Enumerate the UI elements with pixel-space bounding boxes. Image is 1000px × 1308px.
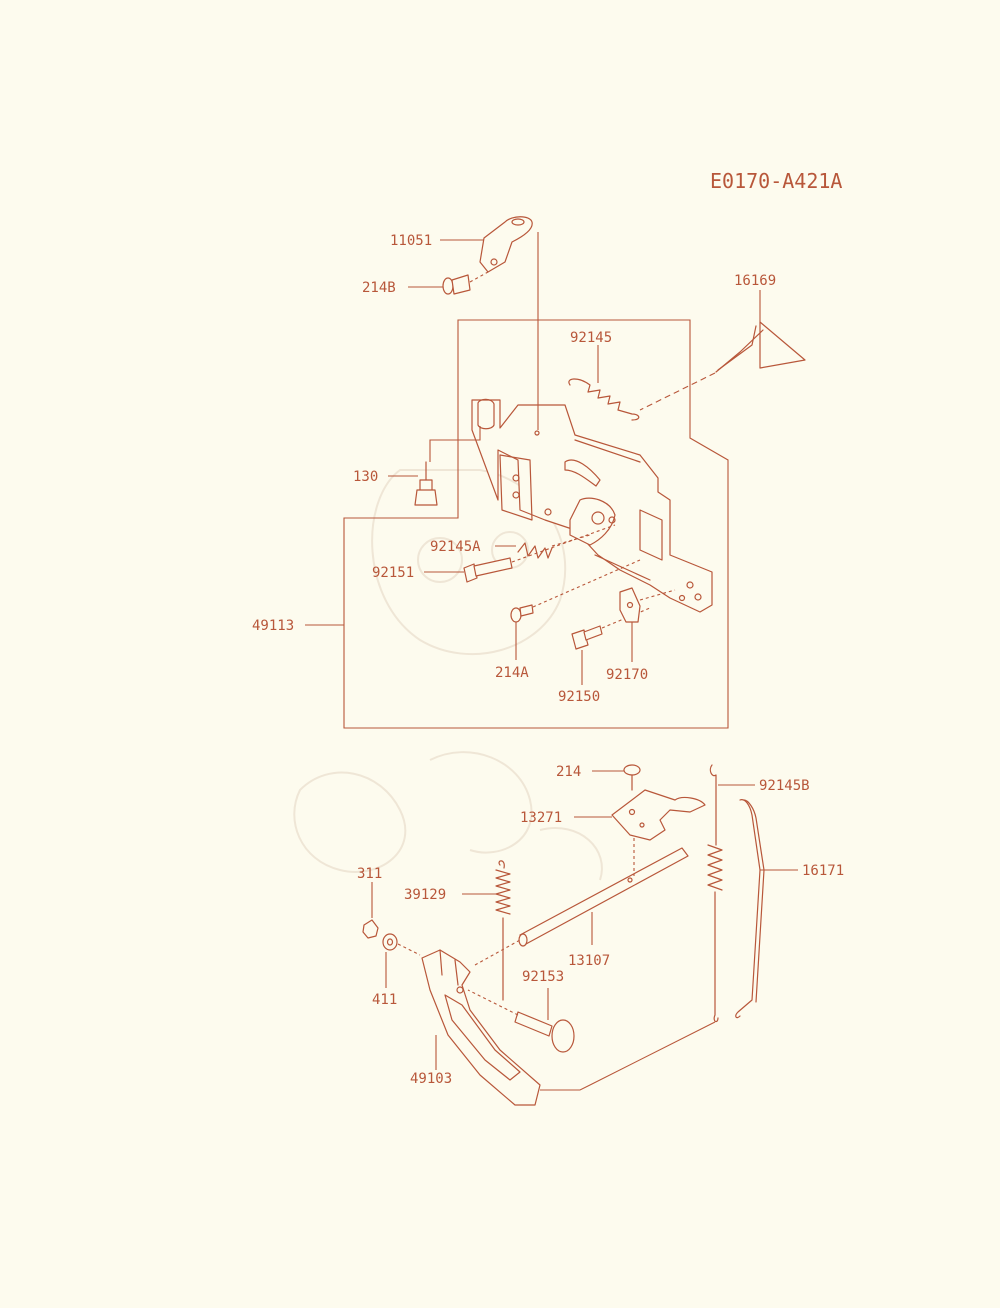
- label-39129: 39129: [404, 887, 446, 903]
- label-311: 311: [357, 866, 382, 882]
- label-92145: 92145: [570, 330, 612, 346]
- nut-311: [362, 919, 379, 939]
- bolt-130: [414, 461, 438, 506]
- label-92153: 92153: [522, 969, 564, 985]
- spring-92145: [568, 378, 640, 421]
- screw-214A: [510, 604, 534, 623]
- label-13271: 13271: [520, 810, 562, 826]
- bolt-92151: [463, 557, 513, 583]
- label-92145B: 92145B: [759, 778, 810, 794]
- lever-49103: [421, 949, 541, 1106]
- control-plate: [471, 398, 713, 613]
- label-16171: 16171: [802, 863, 844, 879]
- label-92150: 92150: [558, 689, 600, 705]
- label-13107: 13107: [568, 953, 610, 969]
- diagram-code: E0170-A421A: [710, 169, 842, 193]
- plate-13271: [611, 789, 706, 841]
- label-92145A: 92145A: [430, 539, 481, 555]
- label-16169: 16169: [734, 273, 776, 289]
- label-411: 411: [372, 992, 397, 1008]
- link-16169: [715, 321, 806, 373]
- bolt-92153: [514, 1011, 575, 1053]
- bolt-92150: [571, 625, 603, 650]
- label-49103: 49103: [410, 1071, 452, 1087]
- washer-411: [382, 933, 398, 951]
- label-214: 214: [556, 764, 581, 780]
- screw-214: [623, 764, 641, 791]
- screw-214B: [442, 274, 471, 295]
- spring-92145B: [707, 764, 723, 1023]
- spring-39129: [495, 860, 511, 1001]
- label-130: 130: [353, 469, 378, 485]
- clip-92170: [619, 587, 641, 623]
- rod-16171: [735, 799, 765, 1019]
- shaft-13107: [518, 847, 689, 947]
- label-92151: 92151: [372, 565, 414, 581]
- assembly-49113-outline: [343, 319, 729, 729]
- label-92170: 92170: [606, 667, 648, 683]
- label-49113: 49113: [252, 618, 294, 634]
- label-214B: 214B: [362, 280, 396, 296]
- label-214A: 214A: [495, 665, 529, 681]
- spring-92145A: [517, 542, 553, 559]
- bracket-11051: [479, 216, 533, 273]
- part-labels: 11051 214B 16169 92145 130 92145A 92151 …: [252, 233, 844, 1087]
- label-11051: 11051: [390, 233, 432, 249]
